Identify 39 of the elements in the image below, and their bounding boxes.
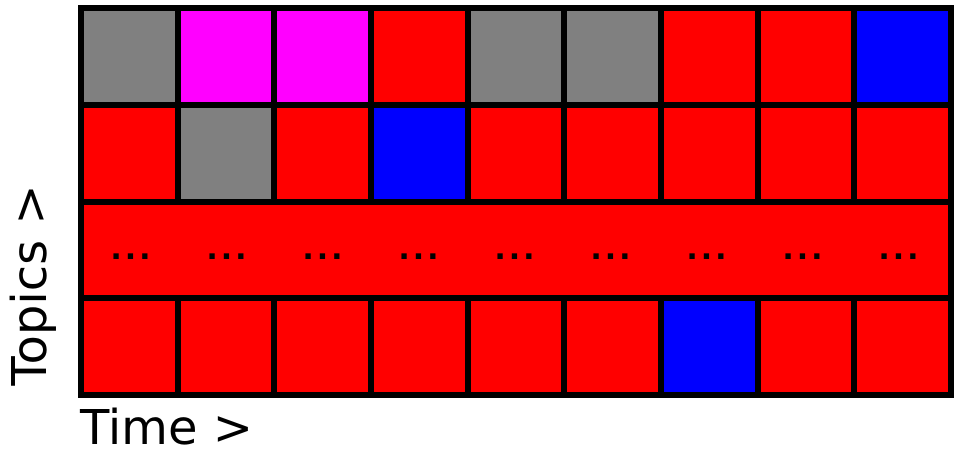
cell-square: [760, 11, 852, 102]
ellipsis-text: ...: [782, 234, 826, 265]
ellipsis-text: ...: [206, 234, 250, 265]
cell-square: [664, 11, 755, 102]
ellipsis-text: ...: [398, 234, 442, 265]
cell-square: [84, 11, 175, 102]
cell-square: [857, 11, 948, 102]
cell-square: [374, 108, 465, 198]
cell-square: [84, 108, 175, 198]
cell-square: [567, 108, 658, 198]
cell-square: [470, 301, 562, 392]
axis-label: Time >: [80, 404, 253, 452]
cell-square: [374, 301, 465, 392]
ellipsis-text: ...: [878, 234, 922, 265]
ellipsis-text: ...: [494, 234, 538, 265]
ellipsis-text: ...: [110, 234, 154, 265]
ellipsis-text: ...: [686, 234, 730, 265]
cell-square: [470, 11, 562, 102]
ellipsis-text: ...: [302, 234, 346, 265]
cell-square: [857, 108, 948, 198]
axis-label: Topics >: [6, 184, 54, 386]
cell-square: [664, 108, 755, 198]
cell-square: [374, 11, 465, 102]
cell-square: [760, 301, 852, 392]
ellipsis-text: ...: [590, 234, 634, 265]
cell-square: [857, 301, 948, 392]
cell-square: [277, 108, 368, 198]
cell-square: [277, 11, 368, 102]
cell-square: [84, 301, 175, 392]
cell-square: [760, 108, 852, 198]
cell-square: [277, 301, 368, 392]
band: [84, 204, 948, 296]
cell-square: [470, 108, 562, 198]
cell-square: [180, 11, 272, 102]
cell-square: [567, 11, 658, 102]
cell-square: [664, 301, 755, 392]
cell-square: [567, 301, 658, 392]
cell-square: [180, 301, 272, 392]
cell-square: [180, 108, 272, 198]
